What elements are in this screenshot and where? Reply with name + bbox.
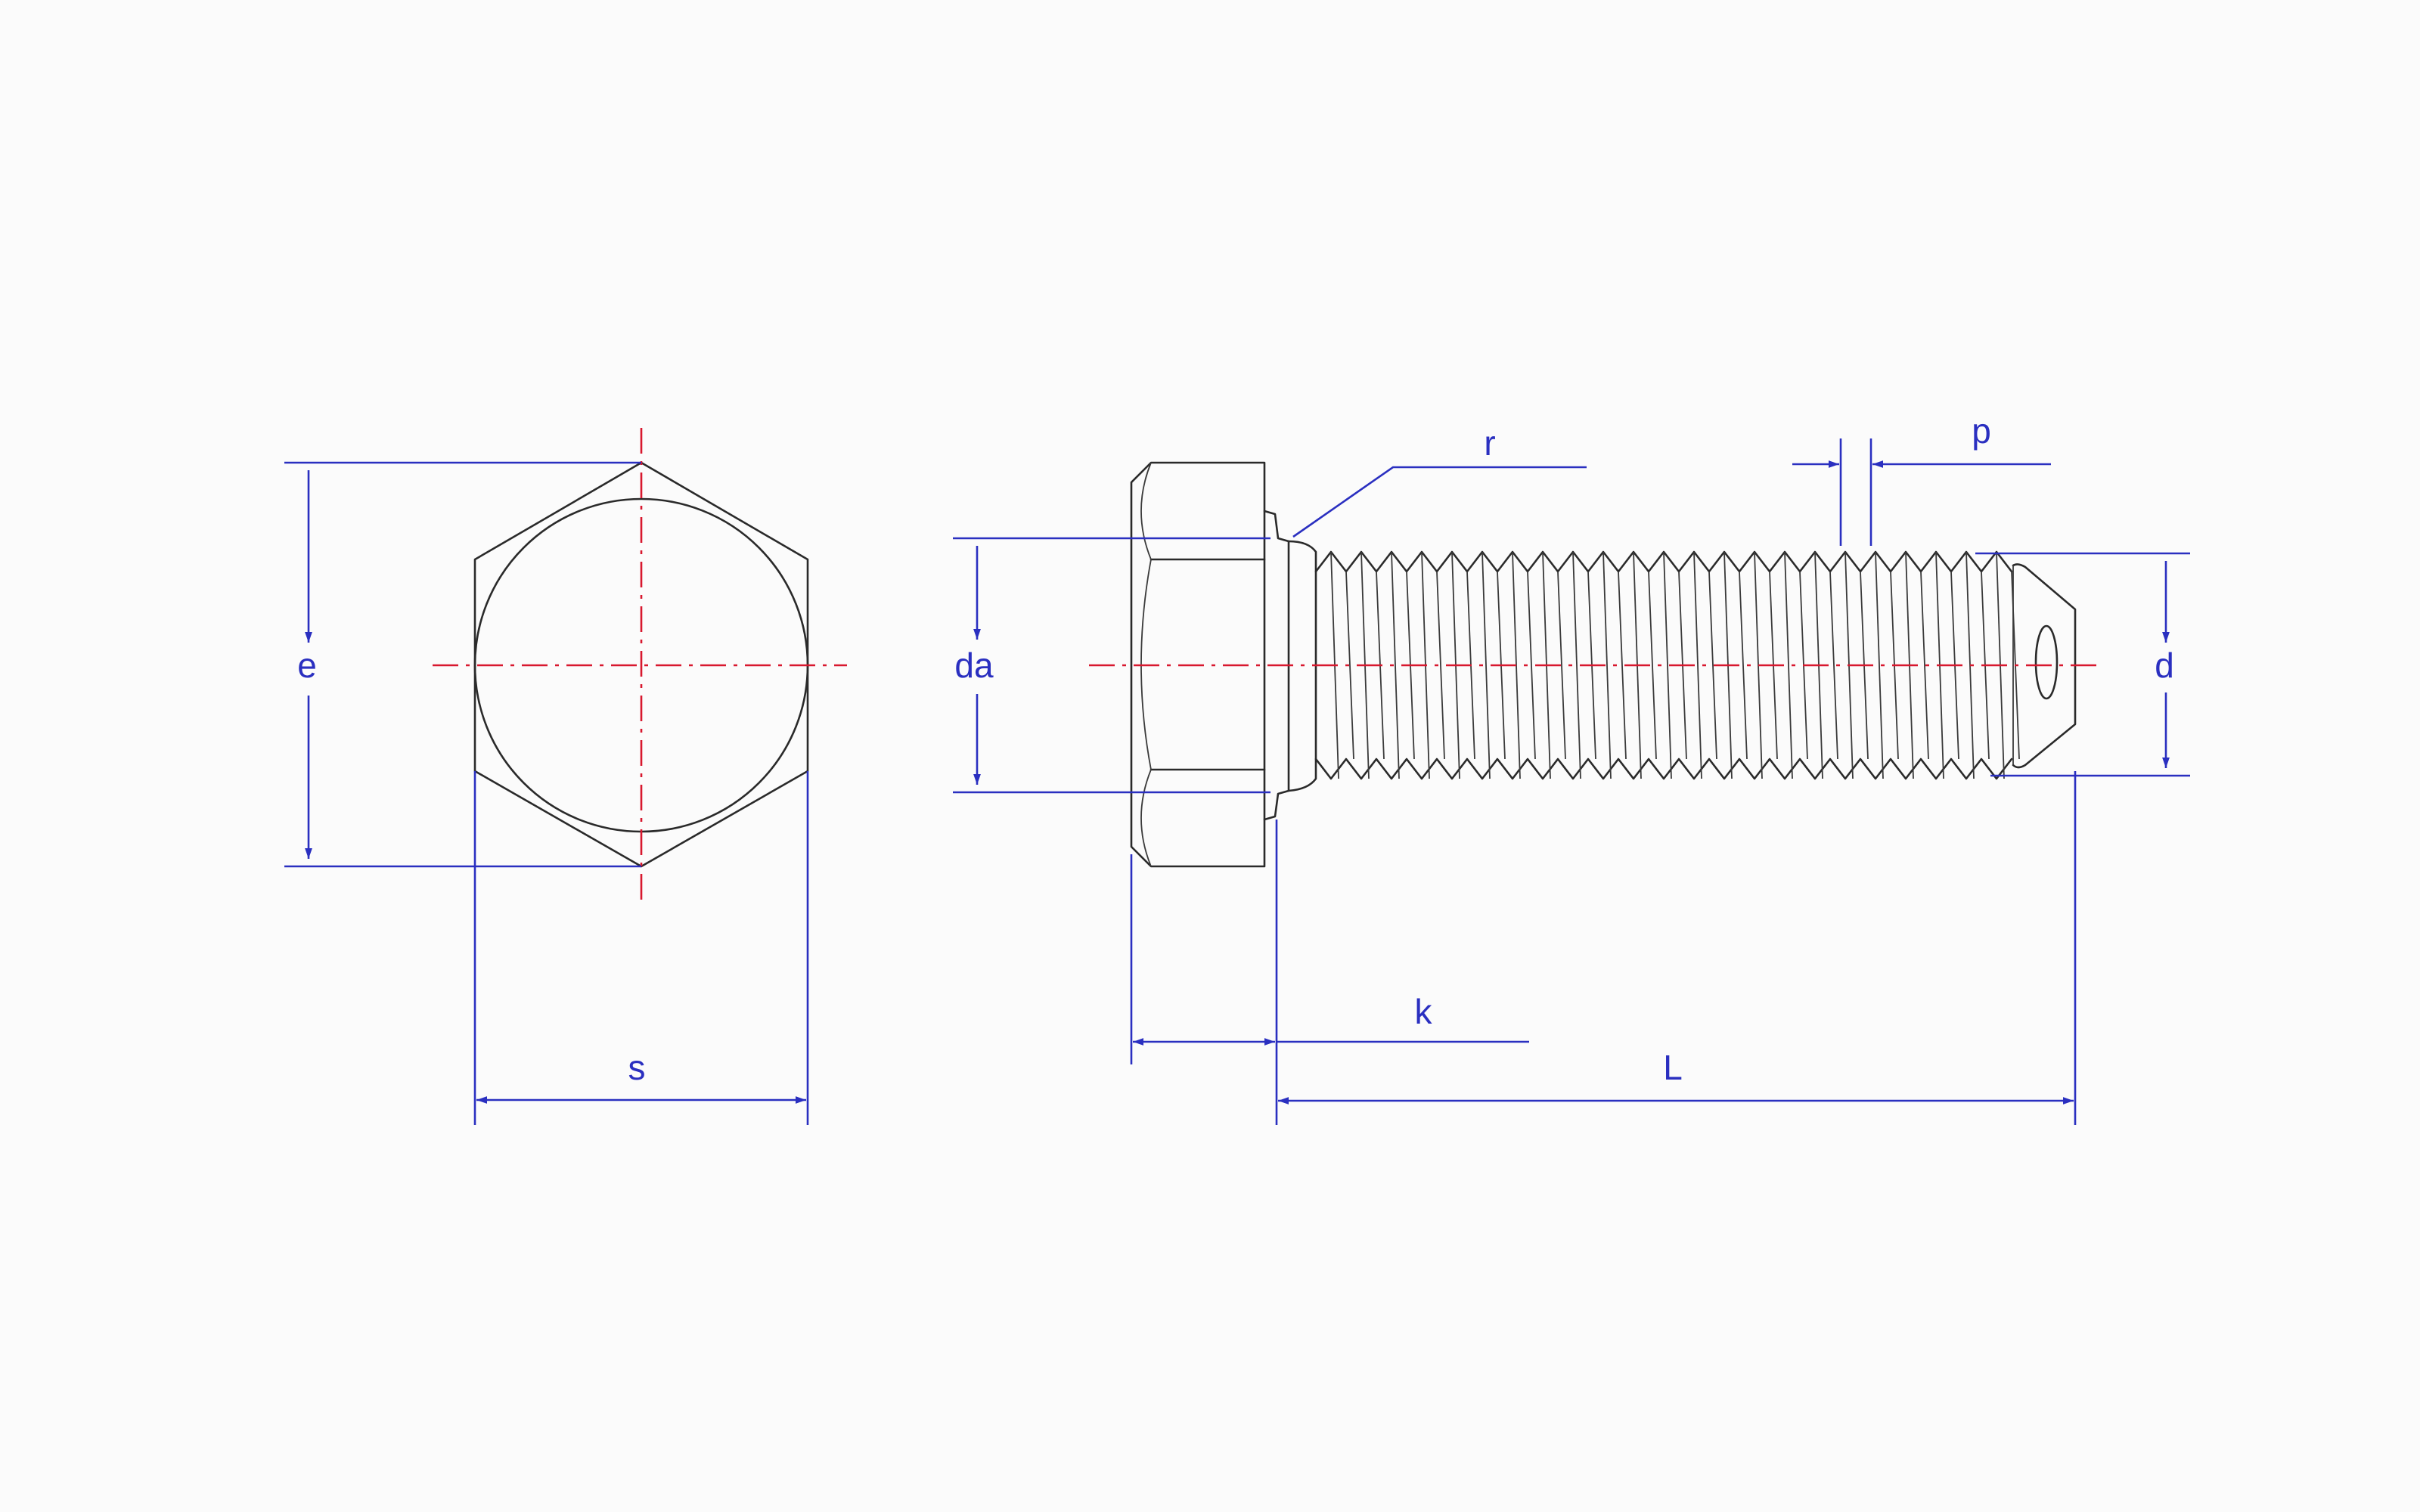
label-k: k [1415,992,1433,1031]
thread-root-line [1708,571,1717,760]
chamfered-tip [2012,563,2077,769]
dimension-da: da [953,537,1270,794]
thread-root-line [1436,571,1445,760]
label-da: da [954,646,994,685]
dimension-p: p [1792,411,2051,546]
dimension-r: r [1292,423,1587,538]
thread-root-line [1557,571,1566,760]
thread-crest-line [1481,551,1491,779]
dimension-k: k [1130,820,1529,1125]
dimension-s: s [473,771,809,1125]
thread-crest-line [1391,551,1400,779]
thread-root-line [1829,571,1838,760]
dimension-e: e [284,461,641,868]
thread-root-line [1527,571,1536,760]
thread-root-line [1648,571,1657,760]
thread-root-line [1618,571,1627,760]
dimension-d: d [1975,552,2190,777]
dimension-L: L [1278,771,2077,1125]
bolt-side-view [1089,461,2102,868]
thread-root-line [1345,571,1354,760]
thread-root-line [1739,571,1748,760]
label-d: d [2155,646,2174,685]
label-L: L [1663,1048,1683,1087]
label-e: e [297,646,317,685]
thread-crest-line [1663,551,1672,779]
thread-root-line [1920,571,1929,760]
thread-crest-line [1572,551,1581,779]
label-s: s [628,1048,646,1087]
thread-crest-line [1875,551,1884,779]
label-p: p [1972,411,1991,451]
tip-hole [2034,624,2059,700]
label-r: r [1484,423,1495,463]
thread-crest-line [1602,551,1612,779]
thread-profile-bottom [1314,758,2013,780]
thread-crest-line [1784,551,1793,779]
thread-crest-line [1693,551,1702,779]
hex-end-view [433,428,847,907]
